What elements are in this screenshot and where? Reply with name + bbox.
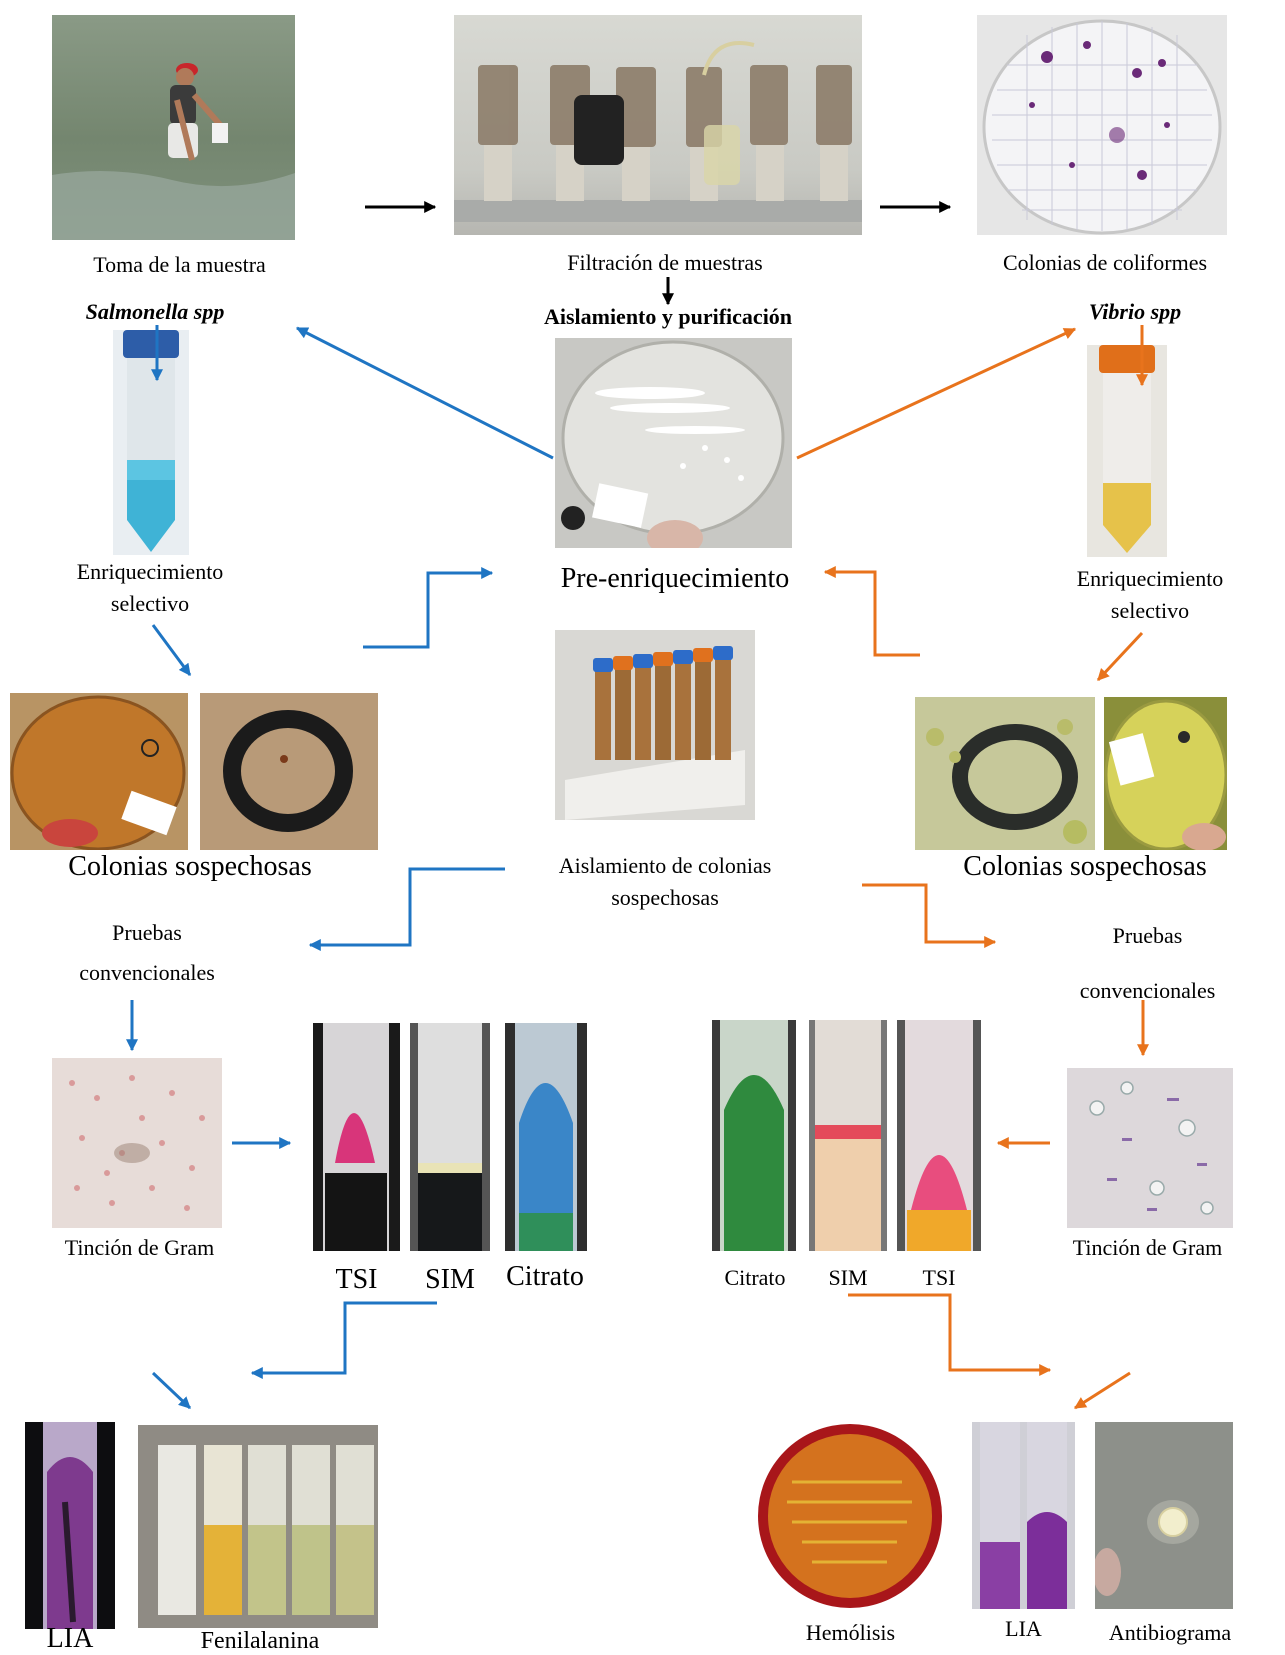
vibrio-citrate-label: Citrato <box>724 1265 786 1290</box>
vibrio-colonies-plate-photo <box>1104 697 1227 850</box>
vibrio-antibiogram-photo <box>1095 1422 1233 1609</box>
arrow-biochem-to-secondary <box>250 1301 437 1379</box>
vibrio-hemolysis-photo <box>752 1422 949 1610</box>
tube-rack-photo <box>555 630 755 820</box>
arrow-salmonella-to-preenrichment <box>363 567 494 649</box>
salmonella-tsi-label: TSI <box>335 1264 378 1295</box>
isolation-plate-photo <box>555 338 792 548</box>
salmonella-gram-label: Tinción de Gram <box>64 1235 215 1260</box>
isolation-suspicious-label: Aislamiento de colonias sospechosas <box>558 853 772 910</box>
arrow-isolation-to-vibrio-tests <box>862 883 997 948</box>
salmonella-tests-label: Pruebas convencionales <box>79 920 215 985</box>
arrow-vibrio-to-preenrichment <box>823 566 920 657</box>
coliform-label: Colonias de coliformes <box>1002 250 1208 275</box>
salmonella-enrichment-label: Enriquecimiento selectivo <box>76 559 224 616</box>
arrow-vibrio-enrichment-to-colonies <box>1096 631 1144 682</box>
vibrio-gram-label: Tinción de Gram <box>1072 1235 1223 1260</box>
salmonella-gram-photo <box>52 1058 222 1228</box>
vibrio-tests-label: Pruebas convencionales <box>1079 923 1216 1003</box>
vibrio-antibiogram-label: Antibiograma <box>1108 1620 1232 1645</box>
vibrio-colony-closeup-photo <box>915 697 1095 850</box>
salmonella-sim-photo <box>410 1023 490 1251</box>
salmonella-tsi-photo <box>313 1023 400 1251</box>
salmonella-citrate-label: Citrato <box>506 1261 584 1292</box>
salmonella-phenylalanine-label: Fenilalanina <box>200 1628 320 1654</box>
arrow-to-vibrio-lia <box>1073 1371 1131 1410</box>
salmonella-phenylalanine-photo <box>138 1425 378 1628</box>
vibrio-lia-photo <box>972 1422 1075 1609</box>
vibrio-title: Vibrio spp <box>1088 299 1182 324</box>
coliform-photo <box>977 15 1227 235</box>
vibrio-citrate-photo <box>712 1020 796 1251</box>
arrow-isolation-to-salmonella-tests <box>308 867 505 951</box>
salmonella-citrate-photo <box>505 1023 587 1251</box>
arrow-to-lia <box>151 1371 192 1410</box>
salmonella-colonies-label: Colonias sospechosas <box>68 851 312 882</box>
filtration-photo <box>454 15 862 235</box>
salmonella-lia-photo <box>25 1422 115 1629</box>
arrow-plate-to-vibrio <box>796 327 1077 460</box>
arrow-enrichment-to-colonies <box>151 624 192 676</box>
vibrio-colonies-label: Colonias sospechosas <box>963 851 1207 882</box>
vibrio-sim-label: SIM <box>828 1265 868 1290</box>
salmonella-title: Salmonella spp <box>85 299 225 324</box>
vibrio-hemolysis-label: Hemólisis <box>805 1620 896 1645</box>
vibrio-lia-label: LIA <box>1005 1616 1042 1641</box>
filtration-label: Filtración de muestras <box>567 250 763 275</box>
sampling-photo <box>52 15 295 240</box>
vibrio-gram-photo <box>1067 1068 1233 1228</box>
vibrio-sim-photo <box>809 1020 887 1251</box>
salmonella-colony-closeup-photo <box>200 693 378 850</box>
arrow-vibrio-biochem-to-secondary <box>848 1293 1052 1376</box>
vibrio-tsi-label: TSI <box>922 1265 956 1290</box>
salmonella-sim-label: SIM <box>425 1264 475 1295</box>
vibrio-tsi-photo <box>897 1020 981 1251</box>
vibrio-enrichment-label: Enriquecimiento selectivo <box>1076 566 1224 623</box>
isolation-title: Aislamiento y purificación <box>543 304 793 329</box>
sampling-label: Toma de la muestra <box>93 252 266 277</box>
pre-enrichment-label: Pre-enriquecimiento <box>560 563 790 594</box>
vibrio-enrichment-photo <box>1087 345 1167 557</box>
salmonella-colonies-plate-photo <box>10 693 188 850</box>
salmonella-lia-label: LIA <box>46 1623 94 1654</box>
arrow-plate-to-salmonella <box>295 326 554 460</box>
